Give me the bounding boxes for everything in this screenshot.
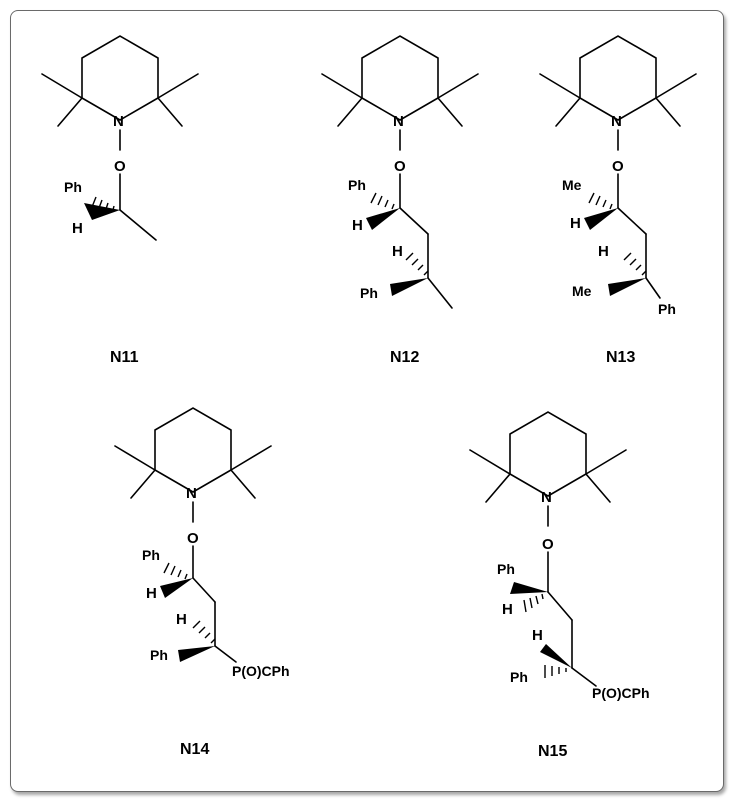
oxygen-atom: O (394, 158, 406, 175)
phosphinoyl-group: P(O)CPh (232, 663, 290, 679)
hashed-bond (163, 562, 188, 580)
hashed-bond (623, 252, 647, 276)
hashed-bond (523, 593, 544, 613)
compound-label: N11 (110, 349, 139, 366)
compound-label: N12 (390, 349, 419, 366)
wedge-bond (608, 278, 646, 296)
phenyl-group: Ph (360, 285, 378, 301)
hashed-bond (192, 620, 216, 644)
hydrogen-atom: H (392, 243, 403, 260)
oxygen-atom: O (542, 536, 554, 553)
nitrogen-atom: N (113, 113, 124, 130)
nitrogen-atom: N (186, 485, 197, 502)
phenyl-group: Ph (510, 669, 528, 685)
methyl-group: Me (562, 177, 582, 193)
compound-n12: N O Ph H H Ph N12 (321, 35, 479, 366)
wedge-bond (540, 644, 572, 668)
hydrogen-atom: H (176, 611, 187, 628)
hashed-bond (405, 252, 429, 276)
phenyl-group: Ph (142, 547, 160, 563)
hydrogen-atom: H (570, 215, 581, 232)
phenyl-group: Ph (348, 177, 366, 193)
hashed-bond (370, 192, 395, 210)
wedge-bond (178, 646, 215, 662)
hydrogen-atom: H (146, 585, 157, 602)
compound-n15: N O Ph H H Ph P(O)CPh N15 (469, 411, 650, 760)
wedge-bond (366, 208, 400, 230)
compound-n14: N O Ph H H Ph P(O)CPh N14 (114, 407, 290, 758)
phenyl-group: Ph (658, 301, 676, 317)
compound-n13: N O Me H H Me Ph N13 (539, 35, 697, 366)
wedge-bond (584, 208, 618, 230)
phosphinoyl-group: P(O)CPh (592, 685, 650, 701)
phenyl-group: Ph (64, 179, 82, 195)
phenyl-group: Ph (150, 647, 168, 663)
nitrogen-atom: N (611, 113, 622, 130)
hashed-bond (544, 665, 567, 678)
methyl-group: Me (572, 283, 592, 299)
compound-label: N13 (606, 349, 635, 366)
wedge-bond (390, 278, 428, 296)
phenyl-group: Ph (497, 561, 515, 577)
compound-n11: N O Ph H N11 (41, 35, 199, 366)
hashed-bond (91, 196, 115, 211)
oxygen-atom: O (612, 158, 624, 175)
wedge-bond (160, 578, 193, 598)
hydrogen-atom: H (352, 217, 363, 234)
hashed-bond (588, 192, 613, 210)
compound-label: N15 (538, 743, 567, 760)
wedge-bond (510, 582, 548, 594)
oxygen-atom: O (114, 158, 126, 175)
oxygen-atom: O (187, 530, 199, 547)
hydrogen-atom: H (532, 627, 543, 644)
hydrogen-atom: H (72, 220, 83, 237)
nitrogen-atom: N (541, 489, 552, 506)
compound-label: N14 (180, 741, 209, 758)
hydrogen-atom: H (598, 243, 609, 260)
nitrogen-atom: N (393, 113, 404, 130)
figure-frame (10, 10, 724, 792)
hydrogen-atom: H (502, 601, 513, 618)
wedge-bond (84, 203, 120, 220)
